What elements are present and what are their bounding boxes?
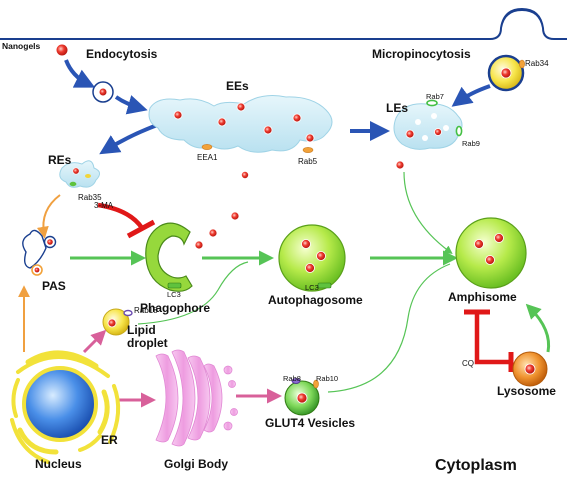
autophagosome-structure bbox=[278, 224, 346, 292]
label-autophagosome: Autophagosome bbox=[268, 293, 363, 307]
label-lipid: Lipid bbox=[127, 323, 156, 337]
label-lc3-autophagosome: LC3 bbox=[305, 283, 319, 292]
endocytic-vesicle bbox=[92, 81, 114, 103]
label-cq: CQ bbox=[462, 359, 474, 368]
recycling-endosome bbox=[59, 160, 100, 188]
lipid-droplet-structure bbox=[102, 308, 133, 336]
label-golgi-body: Golgi Body bbox=[164, 457, 228, 471]
label-amphisome: Amphisome bbox=[448, 290, 517, 304]
label-cytoplasm: Cytoplasm bbox=[435, 457, 517, 474]
arrow-lipid-to-autophagosome bbox=[137, 261, 249, 325]
label-glut4-vesicles: GLUT4 Vesicles bbox=[265, 416, 355, 430]
nanogel-surface-icon bbox=[55, 43, 69, 57]
label-endocytosis: Endocytosis bbox=[86, 47, 158, 61]
arrow-endocytosis-1 bbox=[64, 59, 96, 88]
arrow-re-to-pas bbox=[36, 194, 61, 239]
arrow-rab34-to-le bbox=[451, 84, 491, 107]
golgi-body-structure bbox=[155, 349, 238, 447]
label-lysosome: Lysosome bbox=[497, 384, 556, 398]
label-micropinocytosis: Micropinocytosis bbox=[372, 47, 471, 61]
early-endosome bbox=[148, 95, 333, 153]
nucleus-structure bbox=[22, 366, 98, 442]
label-eea1: EEA1 bbox=[197, 153, 218, 162]
label-pas: PAS bbox=[42, 279, 66, 293]
rab9-marker bbox=[455, 125, 463, 137]
ee-nanogels bbox=[173, 102, 315, 179]
label-er: ER bbox=[101, 433, 118, 447]
label-nanogels: Nanogels bbox=[2, 41, 41, 51]
label-rab18: Rab18 bbox=[134, 306, 158, 315]
pas-structure bbox=[22, 229, 57, 276]
arrow-er-to-lipid bbox=[82, 329, 107, 354]
amphisome-structure bbox=[455, 217, 527, 289]
label-les: LEs bbox=[386, 101, 408, 115]
label-rab7: Rab7 bbox=[426, 92, 444, 101]
rab5-marker bbox=[302, 147, 314, 153]
label-rab10: Rab10 bbox=[316, 374, 338, 383]
label-res: REs bbox=[48, 153, 72, 167]
rab7-marker bbox=[426, 99, 438, 107]
label-droplet: droplet bbox=[127, 336, 168, 350]
label-phagophore: Phagophore bbox=[140, 301, 210, 315]
plasma-membrane bbox=[0, 8, 567, 40]
phagophore-structure bbox=[145, 222, 193, 292]
glut4-vesicle-structure bbox=[284, 378, 320, 416]
free-nanogels bbox=[194, 211, 240, 250]
inhibitor-cq bbox=[474, 312, 510, 365]
label-3ma: 3-MA bbox=[94, 201, 114, 210]
arrow-ee-to-re bbox=[99, 122, 161, 155]
inhibitor-3ma-bar bbox=[126, 219, 156, 239]
arrow-lysosome-to-amphisome bbox=[525, 303, 551, 353]
endoplasmic-reticulum bbox=[10, 350, 121, 464]
eea1-marker bbox=[201, 144, 213, 150]
label-ees: EEs bbox=[226, 79, 249, 93]
lysosome-structure bbox=[512, 351, 548, 387]
inhibitor-3ma bbox=[97, 202, 144, 230]
arrow-endocytosis-2 bbox=[114, 95, 148, 115]
label-rab8: Rab8 bbox=[283, 374, 301, 383]
label-rab34: Rab34 bbox=[525, 59, 549, 68]
label-rab35: Rab35 bbox=[78, 193, 102, 202]
label-rab5: Rab5 bbox=[298, 157, 318, 166]
le-vesicles bbox=[395, 113, 449, 170]
label-nucleus: Nucleus bbox=[35, 457, 82, 471]
label-lc3-phagophore: LC3 bbox=[167, 290, 181, 299]
arrow-le-to-amphisome bbox=[403, 171, 453, 254]
arrow-glut4-to-amphisome bbox=[327, 263, 451, 393]
label-rab9: Rab9 bbox=[462, 139, 480, 148]
macropinosome bbox=[487, 54, 525, 92]
